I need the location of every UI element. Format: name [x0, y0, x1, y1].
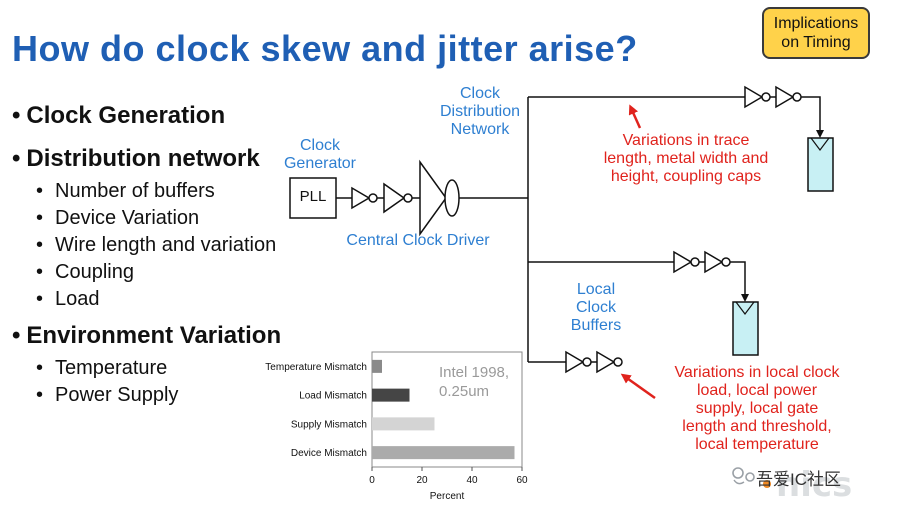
- bullet-clock-generation: Clock Generation: [12, 102, 225, 130]
- local-variation-note: Variations in local clock load, local po…: [674, 364, 840, 453]
- sub-bullet: Device Variation: [36, 207, 199, 230]
- chart-annotation: Intel 1998, 0.25um: [439, 364, 510, 400]
- watermark: nics 吾爱IC社区: [724, 454, 872, 505]
- bullet-environment-variation: Environment Variation: [12, 322, 281, 350]
- watermark-logo-icon: nics: [732, 465, 852, 505]
- buffer-icon: [744, 85, 824, 138]
- clock-generator-label: Clock Generator: [283, 137, 357, 172]
- chart-x-axis-label: Percent: [430, 491, 465, 502]
- chart-category-label: Supply Mismatch: [291, 419, 367, 430]
- chart-category-label: Load Mismatch: [299, 391, 367, 402]
- clock-trunk: [527, 96, 745, 363]
- buffer-icon: [351, 182, 420, 214]
- latch-icon: [807, 137, 834, 192]
- chart-bar: [372, 446, 515, 460]
- sub-bullet: Wire length and variation: [36, 234, 276, 257]
- latch-icon: [732, 301, 759, 356]
- slide-title: How do clock skew and jitter arise?: [12, 28, 638, 69]
- central-driver-label: Central Clock Driver: [346, 232, 490, 249]
- bullet-distribution-network: Distribution network: [12, 145, 259, 173]
- sub-bullet: Number of buffers: [36, 180, 215, 203]
- chart-bar: [372, 359, 382, 373]
- chart-x-tick-label: 0: [369, 475, 375, 486]
- trace-variation-arrow: [628, 104, 642, 129]
- chart-bar: [372, 388, 410, 402]
- chart-category-label: Device Mismatch: [291, 448, 367, 459]
- chart-x-tick-label: 60: [516, 475, 528, 486]
- pll-label: PLL: [299, 188, 327, 205]
- sub-bullet: Coupling: [36, 261, 134, 284]
- chart-bar: [372, 417, 435, 431]
- chart-x-tick-label: 20: [416, 475, 428, 486]
- sub-bullet: Load: [36, 288, 100, 311]
- sub-bullet: Temperature: [36, 357, 167, 380]
- local-variation-arrow: [620, 373, 656, 400]
- buffer-icon: [673, 250, 749, 302]
- implications-badge: Implications on Timing: [762, 7, 870, 59]
- svg-text:nics: nics: [776, 465, 852, 500]
- chart-x-tick-label: 40: [466, 475, 478, 486]
- buffer-icon: [565, 350, 623, 374]
- watermark-text: 吾爱IC社区: [756, 470, 841, 489]
- sub-bullet: Power Supply: [36, 384, 178, 407]
- trace-variation-note: Variations in trace length, metal width …: [603, 132, 769, 185]
- distribution-network-label: Clock Distribution Network: [439, 85, 521, 138]
- chart-category-label: Temperature Mismatch: [265, 362, 367, 373]
- central-driver-icon: [419, 159, 528, 237]
- local-buffers-label: Local Clock Buffers: [570, 281, 622, 334]
